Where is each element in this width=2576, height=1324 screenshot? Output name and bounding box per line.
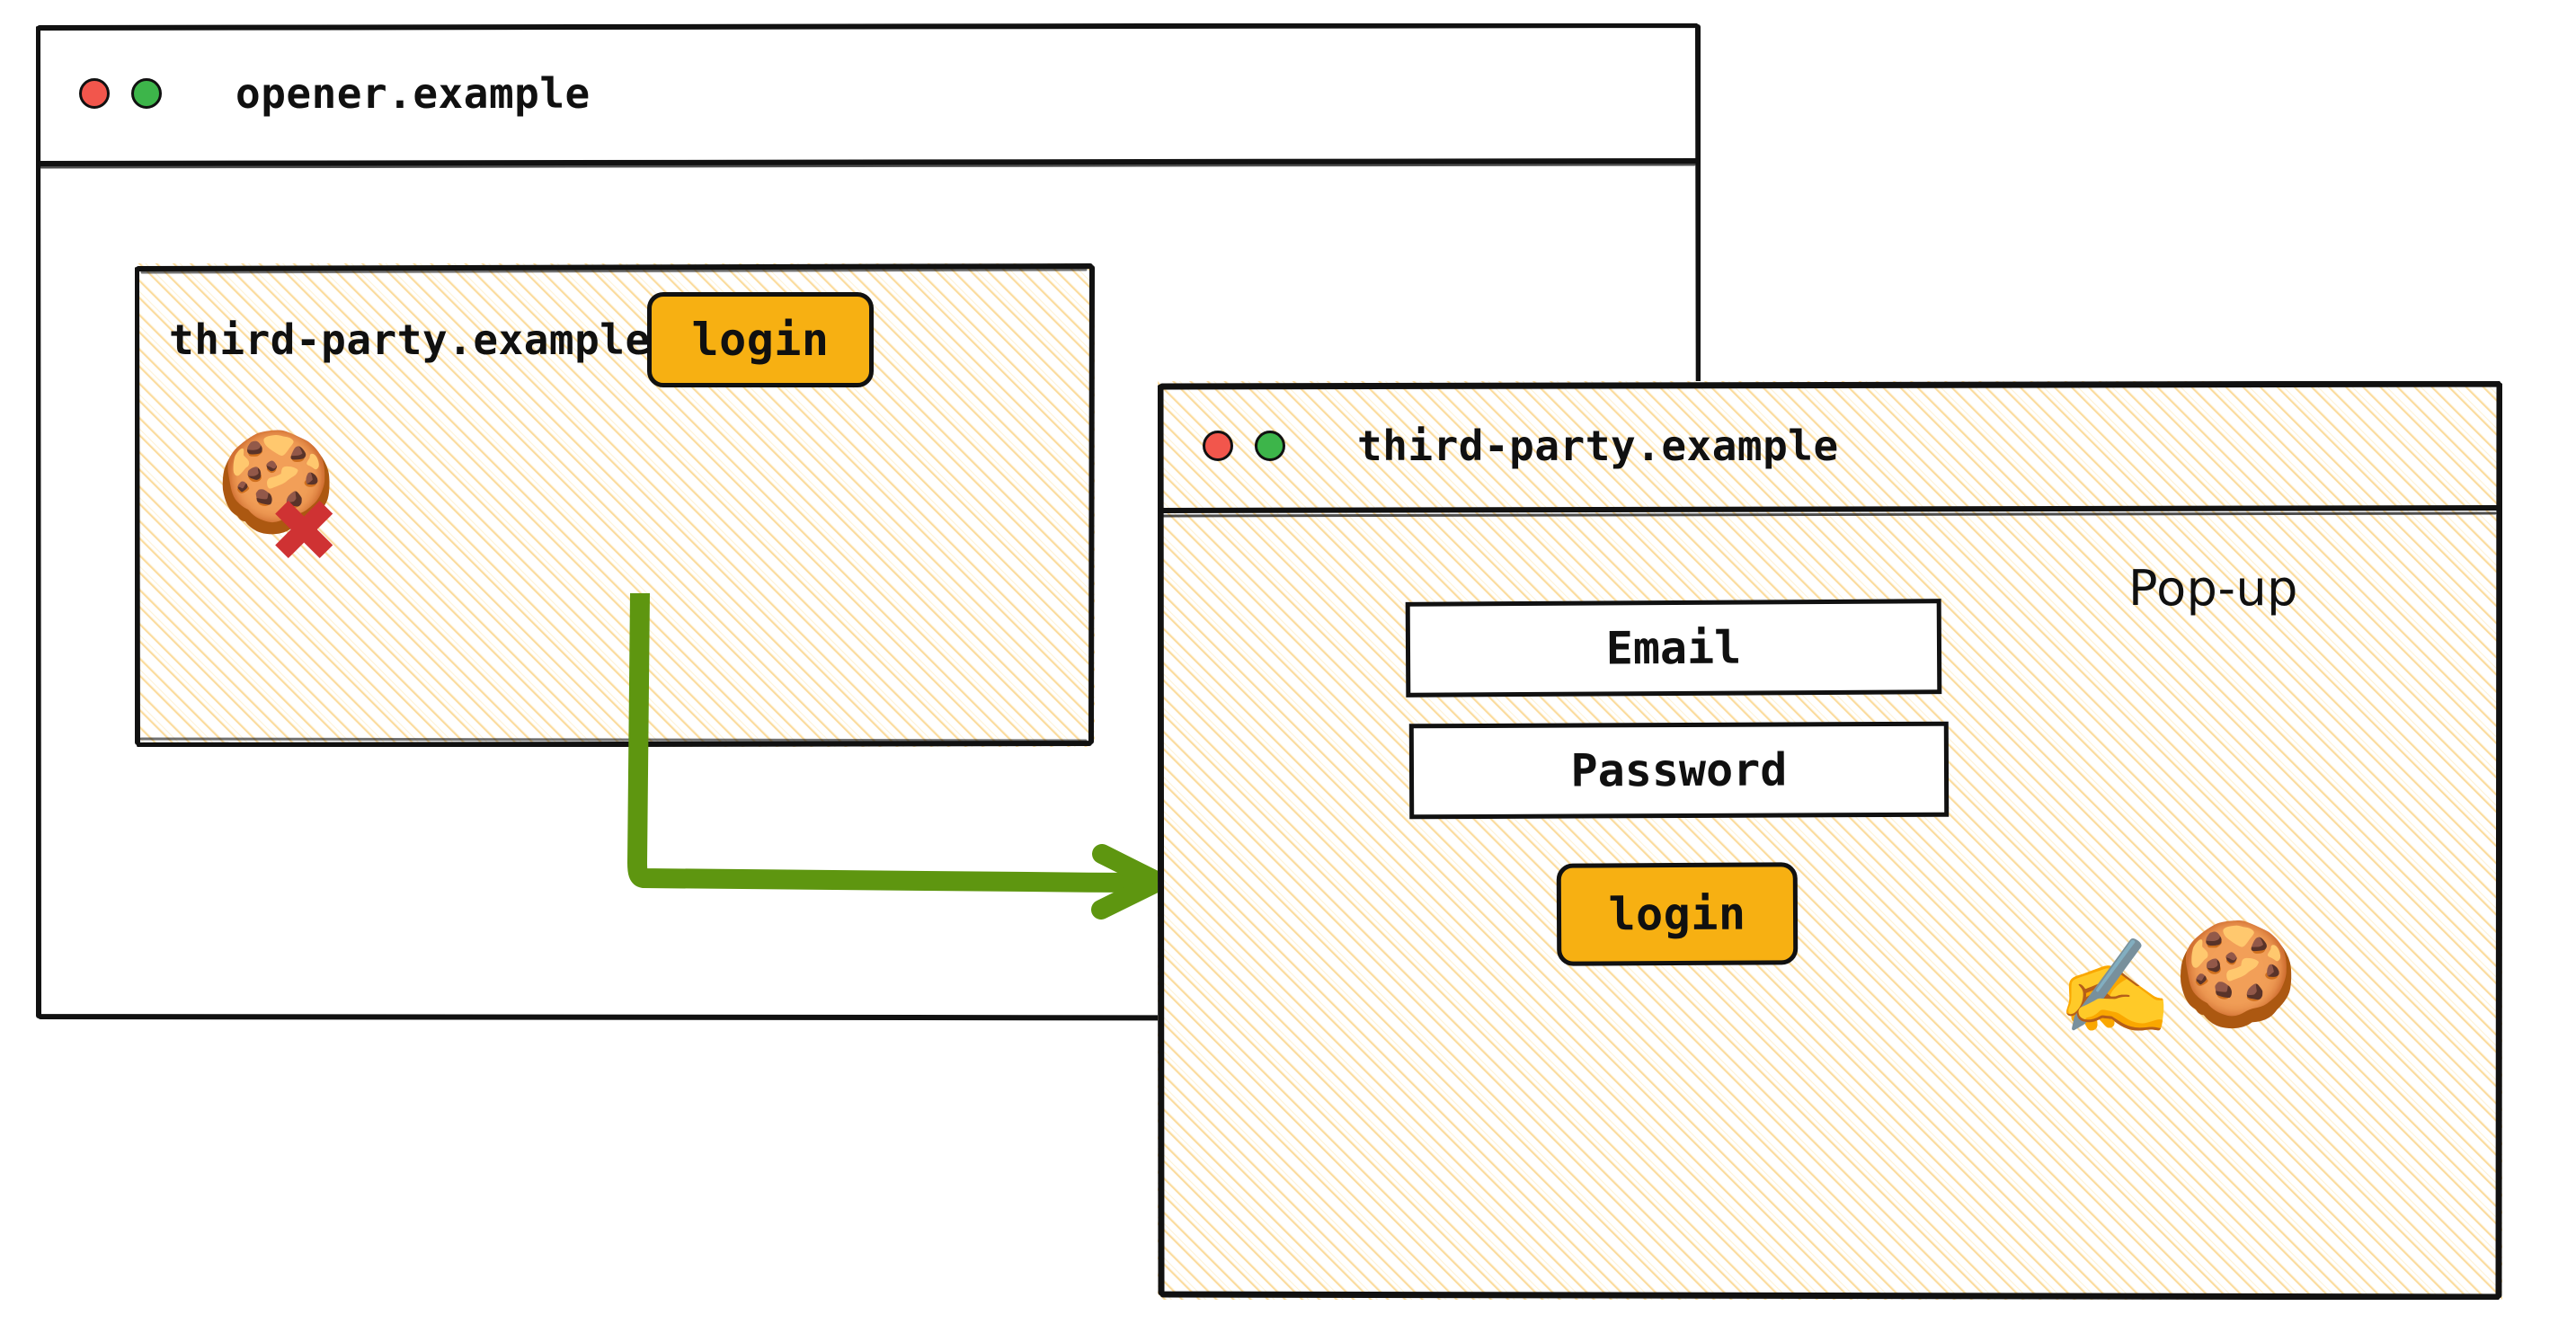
password-field[interactable]: Password xyxy=(1408,721,1950,820)
popup-window-title: third-party.example xyxy=(1357,422,1839,470)
popup-traffic-lights xyxy=(1203,431,1285,461)
popup-browser-window: third-party.example Email Password login… xyxy=(1158,381,2502,1300)
email-field[interactable]: Email xyxy=(1405,599,1942,698)
close-dot-icon[interactable] xyxy=(79,78,110,109)
close-dot-icon[interactable] xyxy=(1203,431,1233,461)
cookie-icon: 🍪 xyxy=(2173,916,2299,1033)
popup-titlebar: third-party.example xyxy=(1158,381,2502,511)
writing-hand-icon: ✍️ xyxy=(2056,932,2173,1042)
blocked-cookie-group: 🍪 ✖ xyxy=(216,434,395,587)
cookie-write-group: ✍️ 🍪 xyxy=(2056,924,2416,1068)
iframe-login-button[interactable]: login xyxy=(647,292,874,387)
cross-mark-icon: ✖ xyxy=(268,481,341,582)
maximize-dot-icon[interactable] xyxy=(1255,431,1285,461)
popup-content: Email Password login Pop-up ✍️ 🍪 xyxy=(1158,511,2502,1300)
opener-traffic-lights xyxy=(79,78,162,109)
popup-login-button[interactable]: login xyxy=(1556,862,1799,966)
opener-window-title: opener.example xyxy=(235,69,591,118)
opener-titlebar: opener.example xyxy=(36,23,1701,164)
third-party-iframe: third-party.example iframe 🍪 ✖ login xyxy=(135,263,1095,747)
maximize-dot-icon[interactable] xyxy=(131,78,162,109)
popup-annotation-label: Pop-up xyxy=(2128,560,2298,617)
